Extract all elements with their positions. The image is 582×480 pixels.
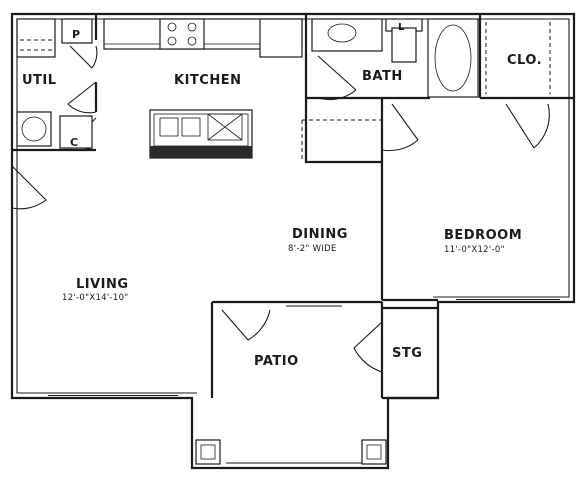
room-dim-dining: 8'-2" WIDE bbox=[288, 244, 337, 254]
room-label-patio: PATIO bbox=[254, 354, 299, 369]
kitchen-island bbox=[149, 109, 253, 159]
room-dim-bedroom: 11'-0"X12'-0" bbox=[444, 245, 505, 255]
room-label-kitchen: KITCHEN bbox=[174, 73, 241, 88]
doors bbox=[11, 45, 550, 373]
pantry-label: P bbox=[72, 28, 81, 41]
utility-area bbox=[16, 18, 93, 149]
room-label-bedroom: BEDROOM bbox=[444, 228, 522, 243]
room-label-storage: STG bbox=[392, 346, 422, 361]
interior-walls bbox=[12, 14, 574, 400]
room-label-closet: CLO. bbox=[507, 53, 542, 68]
dashed-lines bbox=[301, 22, 551, 162]
patio-posts bbox=[195, 439, 387, 465]
room-label-bath: BATH bbox=[362, 69, 403, 84]
room-label-living: LIVING bbox=[76, 277, 129, 292]
bath-fixtures bbox=[311, 18, 479, 98]
kitchen-counters bbox=[103, 18, 303, 58]
room-label-dining: DINING bbox=[292, 227, 348, 242]
room-dim-living: 12'-0"X14'-10" bbox=[62, 293, 129, 303]
coat-closet-label: C bbox=[70, 136, 79, 149]
room-label-util: UTIL bbox=[22, 73, 57, 88]
windows bbox=[48, 296, 560, 469]
linen-label: L bbox=[398, 22, 405, 33]
